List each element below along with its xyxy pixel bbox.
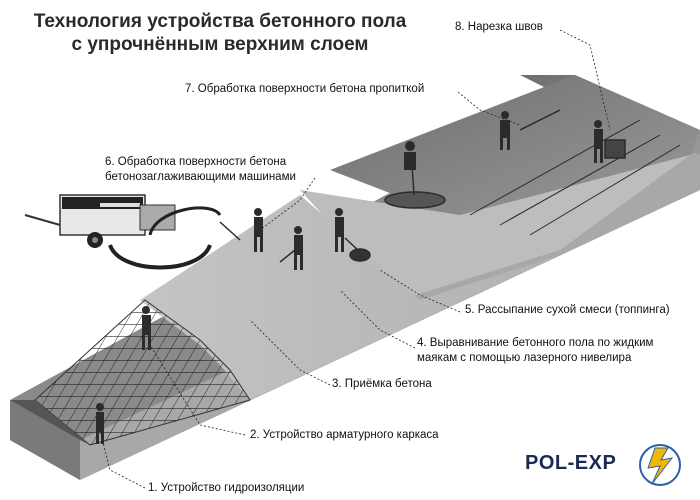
worker-4: [294, 226, 303, 270]
step-5-label: 5. Рассыпание сухой смеси (топпинга): [465, 304, 670, 316]
step-4-label-line-2: маякам с помощью лазерного нивелира: [417, 352, 632, 364]
worker-8: [594, 120, 603, 163]
diagram-title: Технология устройства бетонного пола с у…: [20, 10, 420, 56]
step-6-label-line-2: бетонозаглаживающими машинами: [105, 171, 296, 183]
worker-1: [96, 403, 104, 444]
step-7-label: 7. Обработка поверхности бетона пропитко…: [185, 83, 425, 95]
tools: [219, 109, 626, 263]
step-4-label-line-1: 4. Выравнивание бетонного пола по жидким: [417, 337, 654, 349]
worker-2: [142, 306, 151, 350]
title-line-2: с упрочнённым верхним слоем: [71, 34, 369, 55]
logo-text: POL-EXP: [525, 452, 617, 474]
waterproofing: [10, 400, 90, 445]
step-8-label: 8. Нарезка швов: [455, 21, 543, 33]
concrete-pump-trailer: [24, 194, 222, 270]
polished-surface: [330, 75, 700, 220]
step-1-label: 1. Устройство гидроизоляции: [148, 482, 305, 494]
joint-cuts: [469, 119, 681, 236]
worker-5: [335, 208, 344, 252]
title-line-1: Технология устройства бетонного пола: [33, 11, 407, 32]
leader-lines: [99, 29, 611, 489]
rebar-mesh: [35, 300, 250, 445]
step-3-label: 3. Приёмка бетона: [332, 378, 432, 390]
logo-mark: [639, 444, 681, 486]
topping-area: [300, 155, 690, 300]
worker-3: [254, 208, 263, 252]
fresh-concrete: [140, 195, 560, 400]
step-2-label: 2. Устройство арматурного каркаса: [250, 429, 439, 441]
worker-6: [404, 141, 416, 170]
step-6-label-line-1: 6. Обработка поверхности бетона: [105, 156, 287, 168]
workers: [96, 111, 603, 444]
worker-7: [500, 111, 510, 150]
